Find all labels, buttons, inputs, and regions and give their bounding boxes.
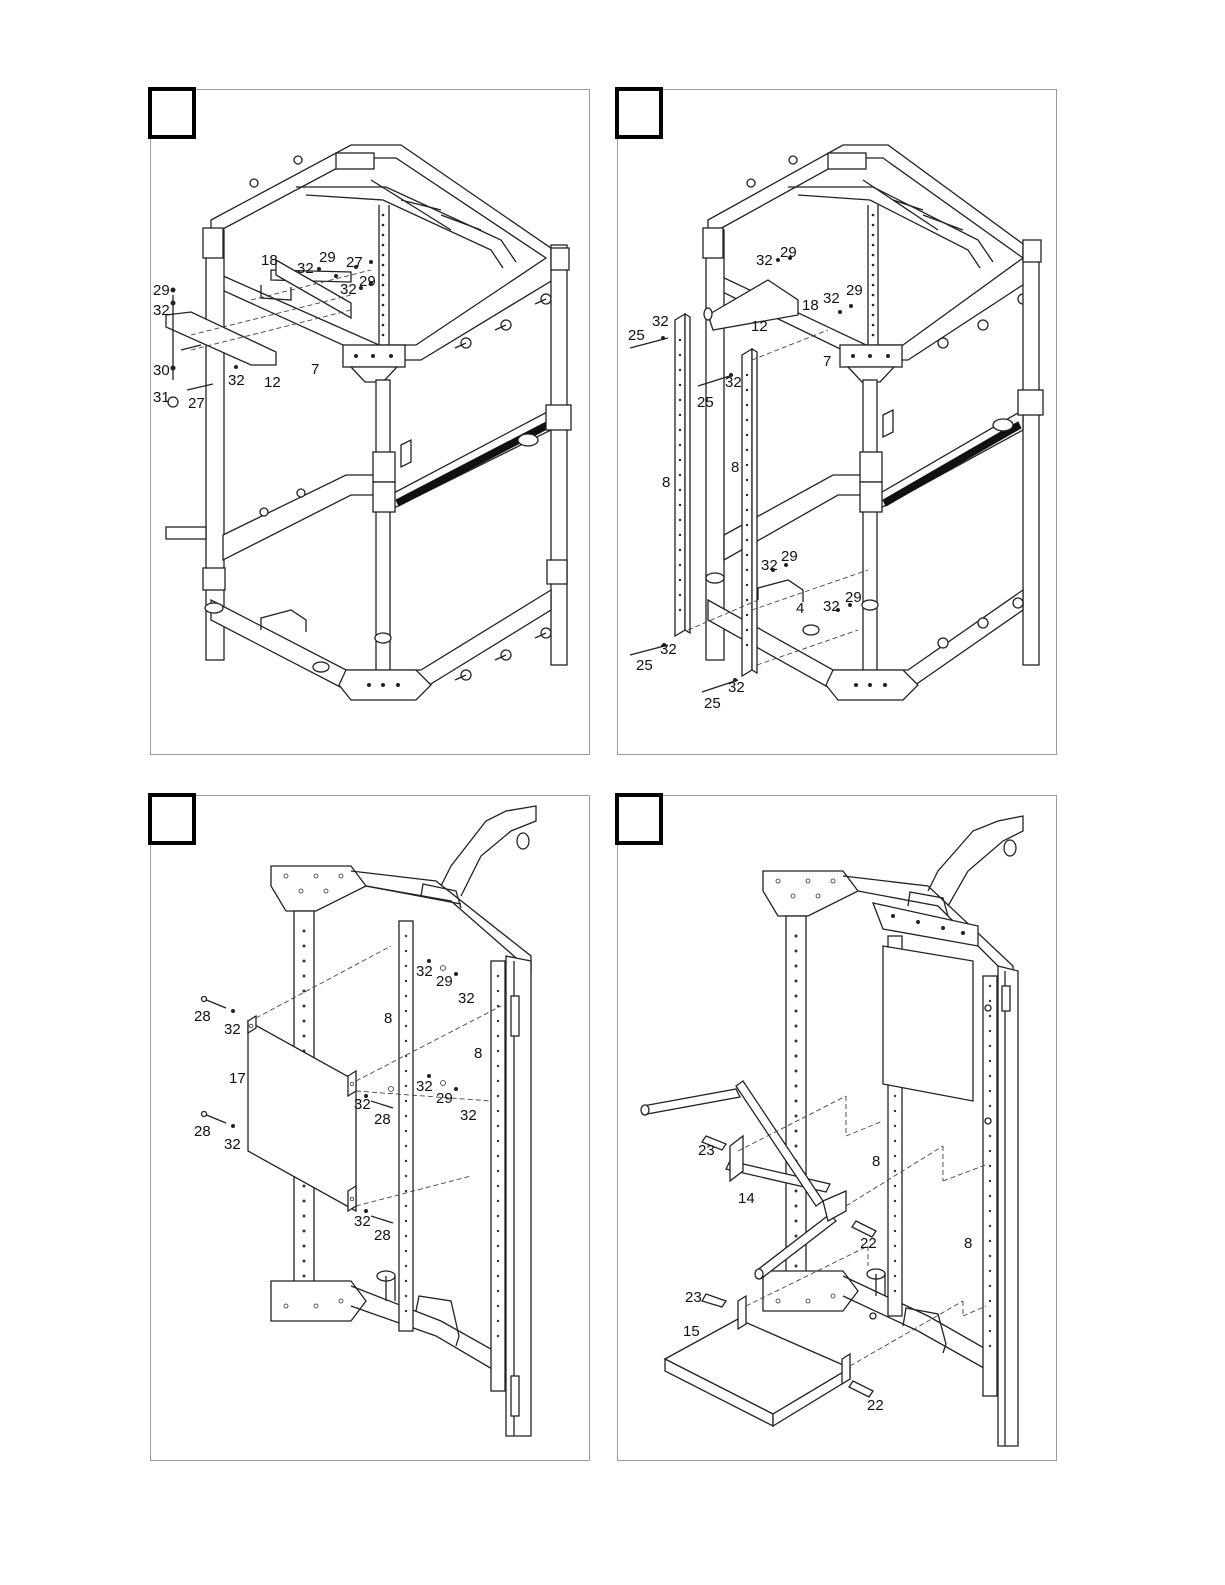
rack-middle-frame [166, 405, 571, 560]
part-label: 25 [636, 657, 653, 674]
part-label: 32 [756, 252, 773, 269]
part-label: 32 [460, 1107, 477, 1124]
foot-plate-15 [665, 1296, 850, 1426]
part-label: 32 [416, 963, 433, 980]
part-label: 7 [823, 353, 831, 370]
part-label: 8 [872, 1153, 880, 1170]
part-label: 7 [311, 361, 319, 378]
part-label: 29 [436, 1090, 453, 1107]
part-label: 32 [728, 679, 745, 696]
part-label: 30 [153, 362, 170, 379]
part-label: 18 [802, 297, 819, 314]
part-label: 32 [652, 313, 669, 330]
part-label: 32 [228, 372, 245, 389]
part-label: 12 [751, 318, 768, 335]
part-label: 8 [731, 459, 739, 476]
part-label: 32 [340, 281, 357, 298]
part-label: 22 [867, 1397, 884, 1414]
part-label: 32 [354, 1213, 371, 1230]
step-panel-3: 28 32 17 8 8 32 29 32 32 28 32 29 32 28 … [150, 795, 590, 1461]
part-label: 27 [188, 395, 205, 412]
part-label: 18 [261, 252, 278, 269]
part-label: 25 [697, 394, 714, 411]
part-label: 32 [823, 598, 840, 615]
part-label: 28 [374, 1111, 391, 1128]
part-label: 32 [153, 302, 170, 319]
part-label: 25 [628, 327, 645, 344]
part-label: 32 [725, 374, 742, 391]
part-label: 27 [346, 254, 363, 271]
part-label: 23 [698, 1142, 715, 1159]
part-label: 32 [354, 1096, 371, 1113]
part-label: 29 [153, 282, 170, 299]
part-label: 28 [194, 1123, 211, 1140]
part-label: 25 [704, 695, 721, 712]
part-label: 17 [229, 1070, 246, 1087]
part-label: 8 [474, 1045, 482, 1062]
part-label: 23 [685, 1289, 702, 1306]
part-label: 32 [416, 1078, 433, 1095]
assembly-drawing-3: 28 32 17 8 8 32 29 32 32 28 32 29 32 28 … [151, 796, 589, 1460]
part-label: 8 [384, 1010, 392, 1027]
part-label: 14 [738, 1190, 755, 1207]
part-label: 29 [436, 973, 453, 990]
part-label: 32 [224, 1136, 241, 1153]
part-label: 29 [780, 244, 797, 261]
step-panel-4: 23 14 8 8 22 23 15 22 [617, 795, 1057, 1461]
part-label: 4 [796, 600, 804, 617]
step-panel-2: 32 29 32 29 18 12 7 32 25 32 25 8 8 32 2… [617, 89, 1057, 755]
part-label: 12 [264, 374, 281, 391]
step-panel-1: 18 32 29 27 29 32 29 32 30 31 27 32 12 7 [150, 89, 590, 755]
part-label: 28 [374, 1227, 391, 1244]
rack-middle-frame [724, 390, 1043, 560]
part-label: 15 [683, 1323, 700, 1340]
dip-bar-14 [641, 1081, 846, 1279]
assembly-drawing-1: 18 32 29 27 29 32 29 32 30 31 27 32 12 7 [151, 90, 589, 754]
part-label: 32 [224, 1021, 241, 1038]
part-label: 28 [194, 1008, 211, 1025]
part-label: 29 [845, 589, 862, 606]
part-label: 32 [458, 990, 475, 1007]
part-label: 32 [823, 290, 840, 307]
part-label: 32 [660, 641, 677, 658]
part-label: 32 [297, 260, 314, 277]
assembly-drawing-2: 32 29 32 29 18 12 7 32 25 32 25 8 8 32 2… [618, 90, 1056, 754]
part-label: 8 [964, 1235, 972, 1252]
part-label: 22 [860, 1235, 877, 1252]
part-label: 29 [319, 249, 336, 266]
part-label: 29 [359, 273, 376, 290]
part-label: 8 [662, 474, 670, 491]
part-label: 29 [846, 282, 863, 299]
part-label: 29 [781, 548, 798, 565]
part-label: 32 [761, 557, 778, 574]
part-label: 31 [153, 389, 170, 406]
assembly-drawing-4: 23 14 8 8 22 23 15 22 [618, 796, 1056, 1460]
